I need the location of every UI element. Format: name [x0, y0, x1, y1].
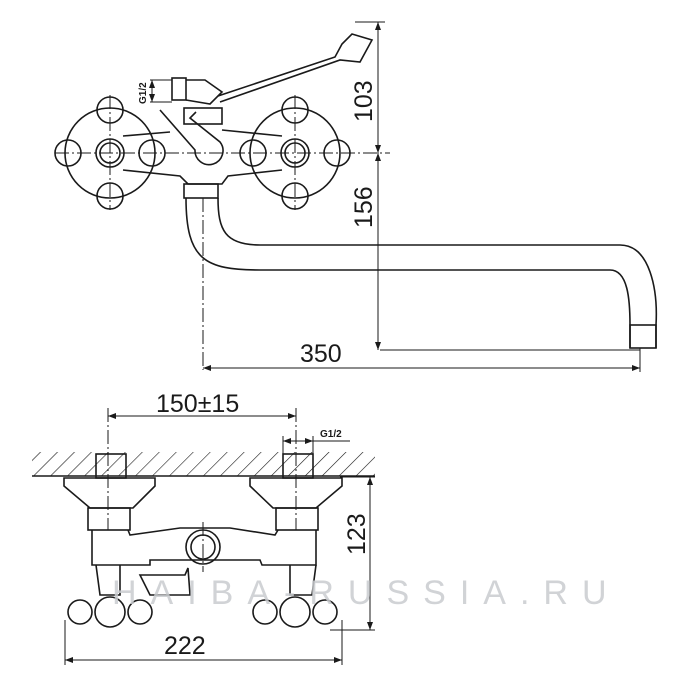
dim-150-15: 150±15	[156, 390, 239, 418]
left-handle	[54, 95, 166, 210]
dim-156: 156	[350, 186, 378, 228]
body	[122, 33, 374, 199]
top-view: 103 156 350 G1/2	[54, 21, 658, 372]
front-dimensions: 150±15 G1/2 123 222	[64, 390, 375, 665]
thread-label-top: G1/2	[138, 82, 149, 104]
wall-hatch	[32, 452, 375, 476]
dim-350: 350	[300, 340, 342, 368]
dim-222: 222	[164, 632, 206, 660]
watermark: HAIBA-RUSSIA.RU	[112, 574, 621, 612]
dim-123: 123	[343, 513, 371, 555]
spout	[185, 197, 658, 370]
dim-103: 103	[350, 80, 378, 122]
front-view: 150±15 G1/2 123 222	[32, 390, 375, 665]
top-dimensions: 103 156 350 G1/2	[138, 21, 641, 372]
right-handle	[239, 95, 351, 210]
thread-label-front: G1/2	[320, 429, 342, 440]
